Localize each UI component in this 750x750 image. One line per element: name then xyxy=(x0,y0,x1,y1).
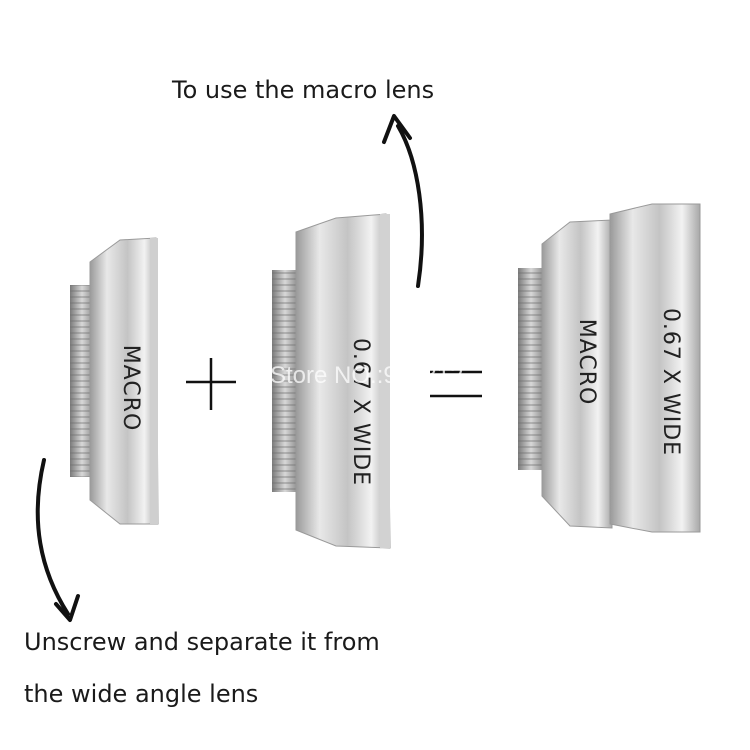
equals-sign xyxy=(430,370,482,398)
macro-engraving: MACRO xyxy=(118,345,143,432)
combined-macro-section xyxy=(541,219,613,529)
arrow-up-icon xyxy=(382,114,424,288)
wide-engraving: 0.67 X WIDE xyxy=(348,338,373,486)
combined-macro-engraving: MACRO xyxy=(574,319,599,406)
store-watermark: Store NO.:933312 xyxy=(270,362,463,389)
wide-lens: 0.67 X WIDE xyxy=(272,213,391,549)
caption-bottom-line1: Unscrew and separate it from xyxy=(24,628,380,656)
combined-wide-engraving: 0.67 X WIDE xyxy=(658,308,683,456)
arrow-down-icon xyxy=(35,458,80,622)
macro-lens: MACRO xyxy=(70,237,159,525)
plus-sign xyxy=(186,358,236,410)
combined-wide-section xyxy=(609,203,701,533)
caption-top: To use the macro lens xyxy=(172,76,435,104)
combined-lens: MACRO 0.67 X WIDE xyxy=(518,203,701,533)
caption-bottom-line2: the wide angle lens xyxy=(24,680,259,708)
